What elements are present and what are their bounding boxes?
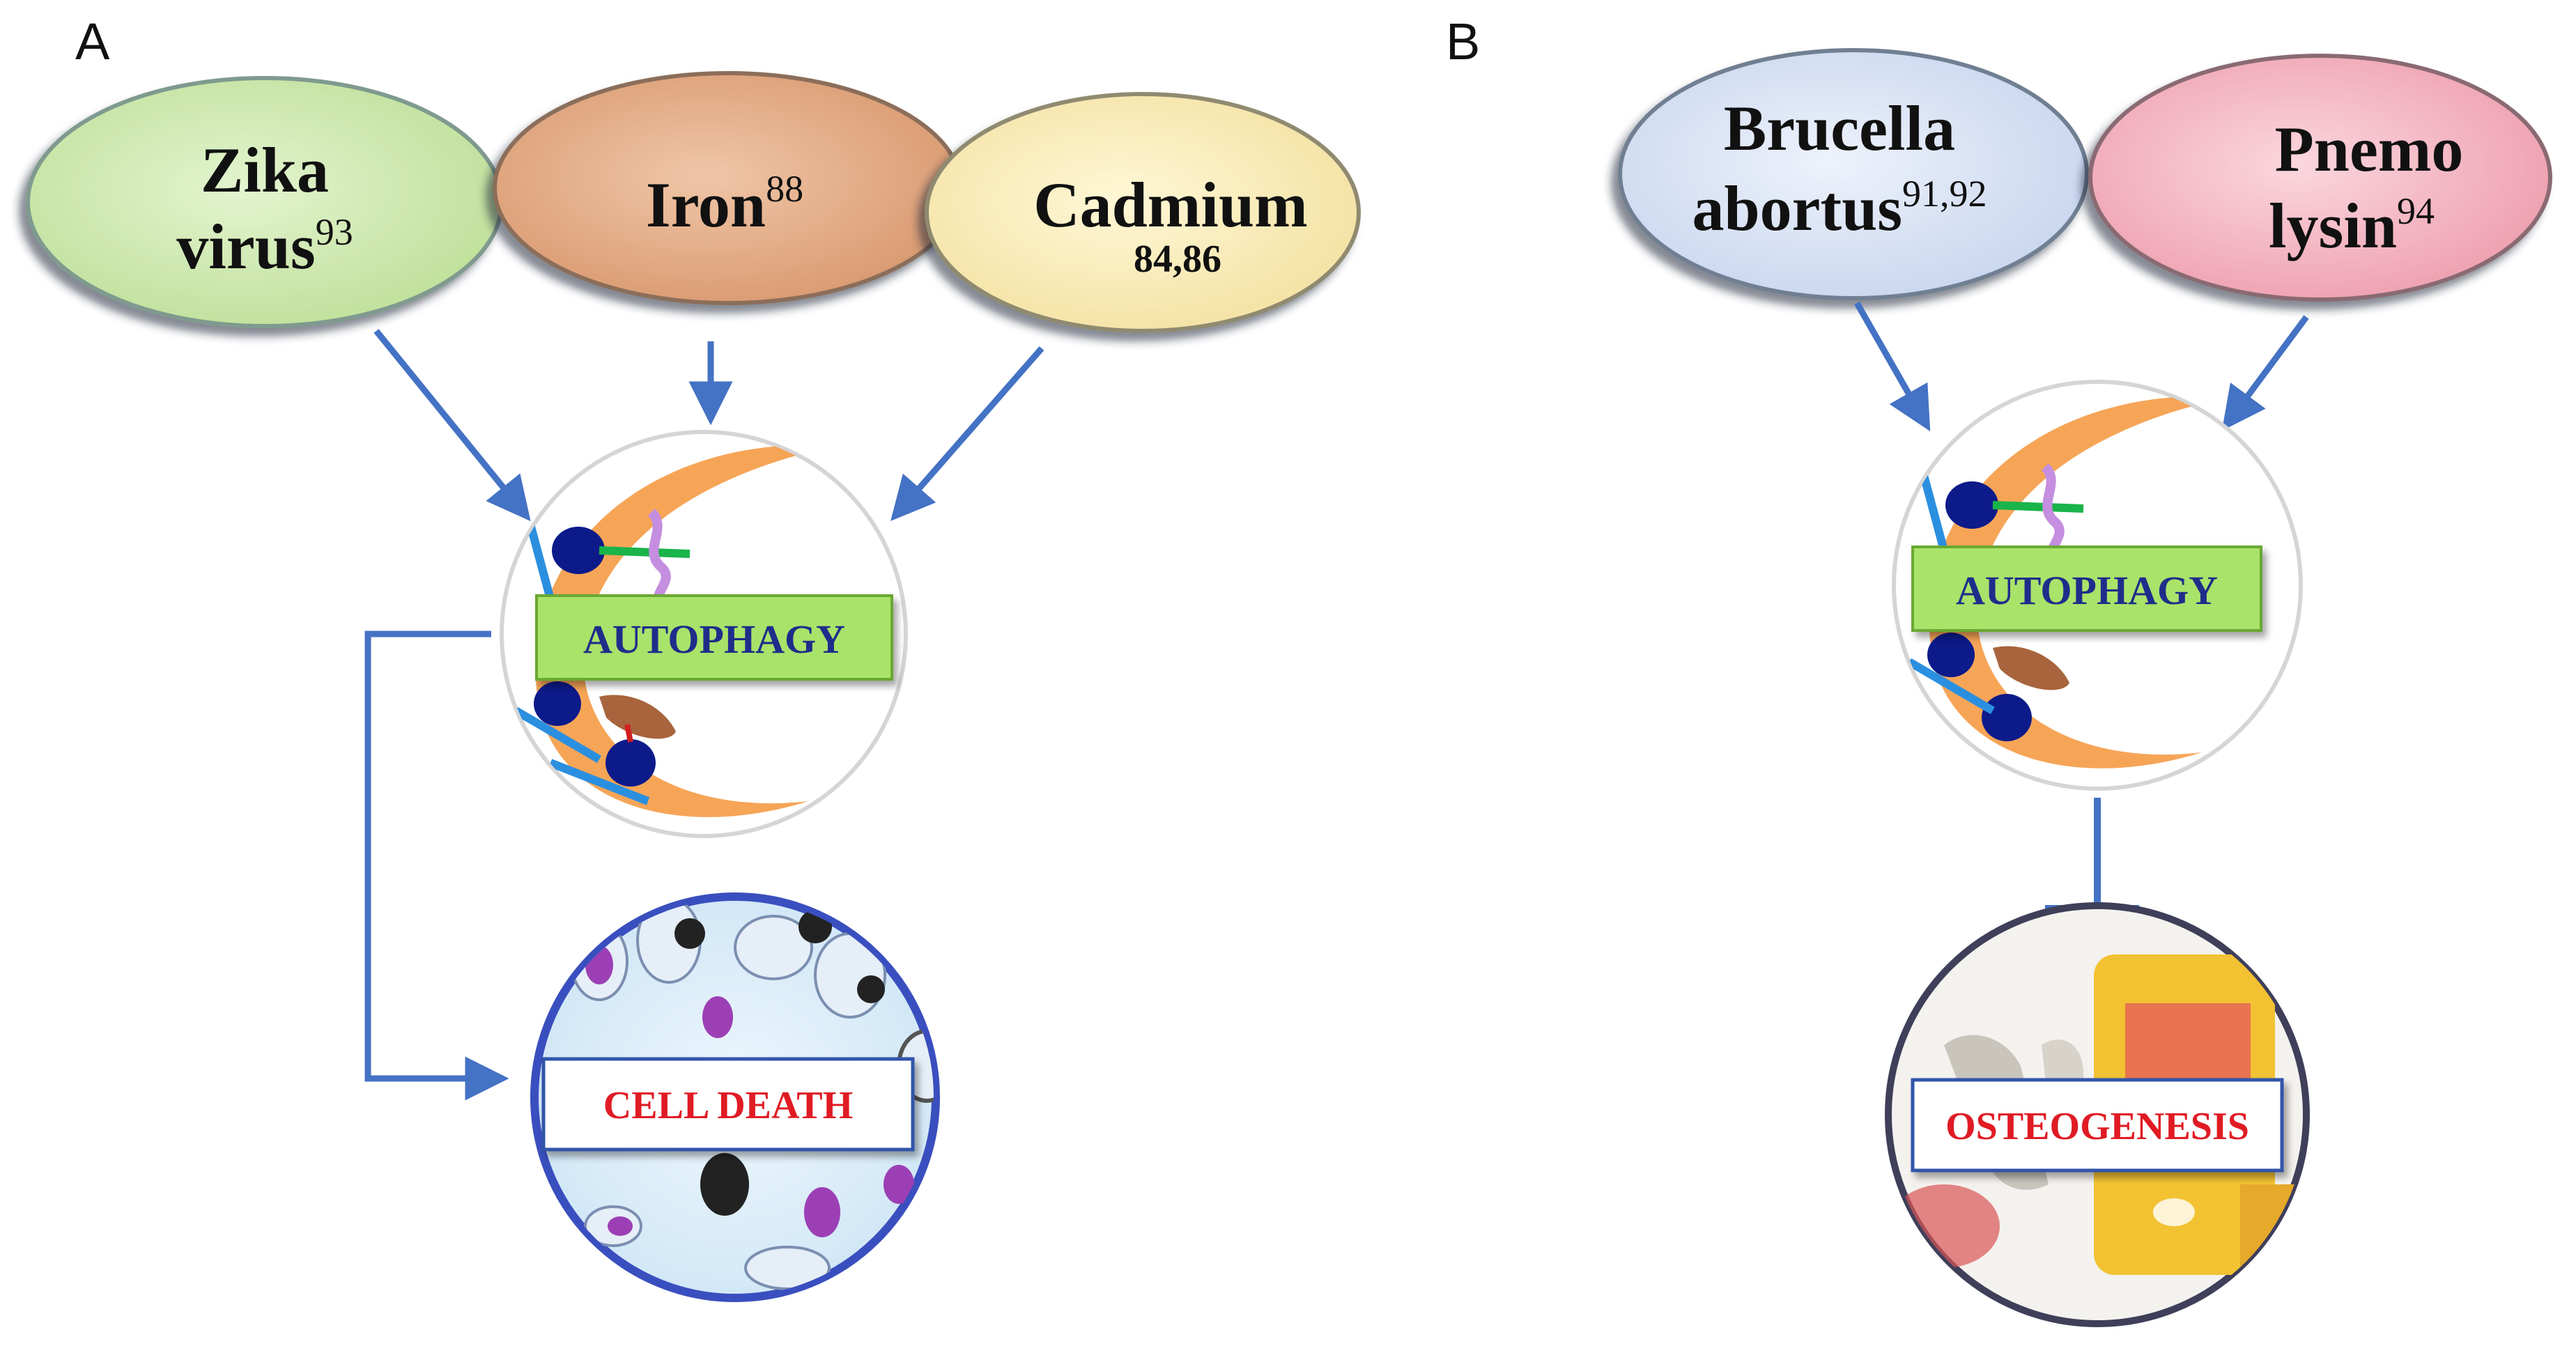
cause-label-line2: virus [176, 211, 315, 282]
autophagy-hub-b: AUTOPHAGY [1892, 380, 2303, 791]
hub-label-box [1911, 546, 2262, 632]
arrow-pnemolysin-to-autophagy [2221, 315, 2309, 431]
arrow-brucella-to-autophagy [1854, 301, 1931, 432]
autophagosome-illustration [1906, 396, 2230, 768]
citation-sup: 88 [766, 168, 803, 210]
svg-text:Zika: Zika [201, 134, 329, 206]
cause-label-line1: Zika [201, 134, 329, 206]
hub-label: AUTOPHAGY [583, 617, 845, 662]
dying-cells-illustration [570, 899, 934, 1290]
cause-ellipse [925, 92, 1361, 333]
arrow-zika-to-autophagy [373, 329, 531, 522]
cause-label-line1: Iron [646, 169, 766, 240]
cause-ellipse [2088, 54, 2552, 302]
autophagy-hub-a: AUTOPHAGY [500, 430, 908, 838]
svg-text:Pnemo: Pnemo [2275, 114, 2464, 185]
outcome-label-box [1911, 1078, 2284, 1173]
svg-text:lysin94: lysin94 [2269, 190, 2435, 261]
cause-zika-virus: Zika virus93 [26, 76, 504, 328]
citation-sup: 91,92 [1902, 173, 1987, 215]
panel-b-letter: B [1446, 13, 1480, 70]
outcome-label-box [541, 1057, 915, 1152]
svg-text:Iron88: Iron88 [646, 168, 803, 240]
outcome-osteogenesis: OSTEOGENESIS [1885, 902, 2310, 1327]
cause-cadmium: Cadmium 84,86 [925, 92, 1361, 333]
outcome-cell-death: CELL DEATH [530, 892, 940, 1302]
cause-label-line1: Pnemo [2275, 114, 2464, 185]
svg-text:virus93: virus93 [176, 211, 353, 282]
cause-label-line2: abortus [1692, 173, 1902, 244]
citation-sup: 93 [316, 211, 353, 253]
cause-pnemolysin: Pnemo lysin94 [2088, 54, 2552, 302]
svg-text:84,86: 84,86 [1134, 238, 1221, 281]
arrow-autophagy-to-cell-death [364, 631, 509, 1101]
panel-a-letter: A [75, 13, 110, 70]
arrow-cadmium-to-autophagy [890, 346, 1044, 521]
svg-text:abortus91,92: abortus91,92 [1692, 173, 1987, 244]
cause-label-line1: Brucella [1724, 93, 1955, 164]
citation-sup: 94 [2397, 190, 2435, 232]
cause-ellipse [1618, 48, 2089, 300]
cause-label-line1: Cadmium [1033, 169, 1308, 240]
outcome-label: CELL DEATH [603, 1084, 853, 1127]
hub-label-box [535, 594, 893, 681]
hub-label: AUTOPHAGY [1956, 568, 2218, 613]
svg-text:Cadmium: Cadmium [1033, 169, 1308, 240]
cause-iron: Iron88 [493, 71, 964, 305]
citation-sub: 84,86 [1134, 238, 1221, 281]
cause-label-line2: lysin [2269, 190, 2397, 261]
svg-text:Brucella: Brucella [1724, 93, 1955, 164]
cause-brucella-abortus: Brucella abortus91,92 [1618, 48, 2089, 300]
outcome-label: OSTEOGENESIS [1945, 1105, 2249, 1148]
